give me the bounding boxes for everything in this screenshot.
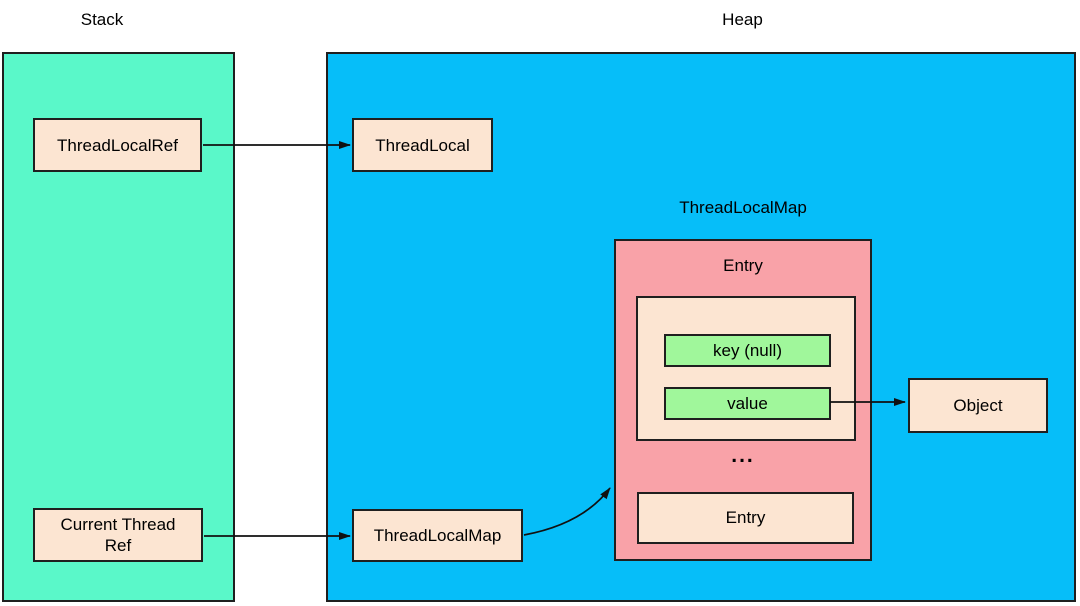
thread-local-label: ThreadLocal (375, 135, 470, 155)
entry-value-slot: value (664, 387, 831, 420)
entry-bottom-box: Entry (637, 492, 854, 544)
current-thread-ref-label: Current Thread Ref (60, 515, 176, 555)
more-entries-ellipsis: ... (731, 444, 755, 467)
object-box: Object (908, 378, 1048, 433)
thread-local-map-box-label: ThreadLocalMap (373, 526, 502, 545)
thread-local-map-title: ThreadLocalMap (679, 198, 807, 217)
entry-inner-box: key (null) value (636, 296, 856, 441)
entry-key-slot: key (null) (664, 334, 831, 367)
entry-value-label: value (727, 393, 768, 413)
heap-title: Heap (722, 10, 763, 29)
object-label: Object (953, 396, 1003, 415)
entry-title: Entry (723, 256, 763, 275)
entry-key-label: key (null) (713, 340, 782, 360)
thread-local-map-box: ThreadLocalMap (352, 509, 523, 562)
thread-local-map-container: Entry key (null) value ... Entry (614, 239, 872, 561)
thread-local-ref-label: ThreadLocalRef (57, 135, 178, 155)
thread-local-ref-box: ThreadLocalRef (33, 118, 202, 172)
thread-local-box: ThreadLocal (352, 118, 493, 172)
current-thread-ref-box: Current Thread Ref (33, 508, 203, 562)
stack-title: Stack (80, 10, 124, 29)
entry-bottom-label: Entry (725, 508, 766, 527)
